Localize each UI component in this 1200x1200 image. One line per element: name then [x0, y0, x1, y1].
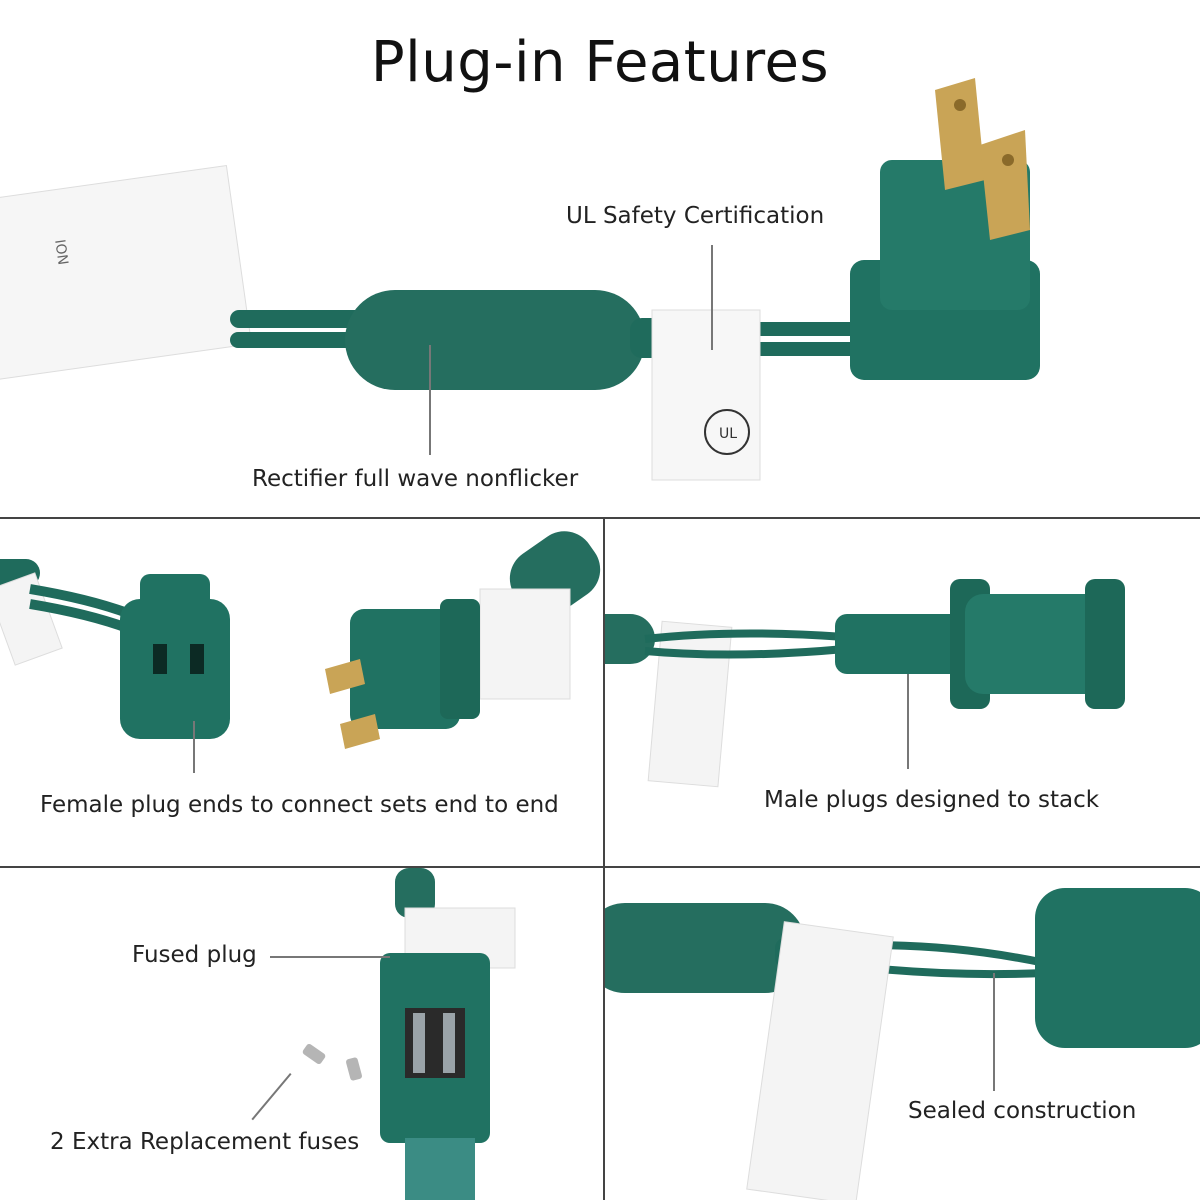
- panel-fused-plug: Fused plug 2 Extra Replacement fuses: [0, 868, 603, 1200]
- page-title: Plug-in Features: [370, 30, 830, 95]
- panel-plug-overview: ION UL UL Safety Certification Rectifier…: [0, 0, 1200, 515]
- female-plug-body: [120, 599, 230, 739]
- caption-fused-plug: Fused plug: [132, 942, 257, 968]
- leader-female-plug: [193, 721, 195, 773]
- leader-fused-plug: [270, 956, 390, 958]
- divider-horizontal-2: [0, 866, 1200, 868]
- caption-ul-cert: UL Safety Certification: [566, 203, 825, 229]
- leader-rectifier: [429, 345, 431, 455]
- rectifier-body: [345, 290, 645, 390]
- sealed-tag: [746, 921, 894, 1200]
- sealed-construction-illustration: [605, 888, 1200, 1200]
- fused-plug-illustration: [302, 868, 516, 1200]
- divider-vertical: [603, 517, 605, 1200]
- plug-overview-illustration: ION UL: [0, 78, 1040, 481]
- caption-rectifier: Rectifier full wave nonflicker: [252, 466, 579, 492]
- panel-female-plug: Female plug ends to connect sets end to …: [0, 519, 603, 866]
- prong-2: [980, 130, 1030, 240]
- fuse-2: [346, 1057, 362, 1081]
- male-plug-body: [350, 609, 460, 729]
- male-plug-stem: [835, 614, 965, 674]
- divider-horizontal-1: [0, 517, 1200, 519]
- leader-sealed: [993, 973, 995, 1091]
- caption-male-plug: Male plugs designed to stack: [764, 787, 1100, 813]
- sealed-plug-body: [1035, 888, 1200, 1048]
- svg-text:UL: UL: [719, 426, 737, 442]
- fuse-1: [302, 1043, 326, 1065]
- leader-ul: [711, 245, 713, 350]
- svg-text:ION: ION: [51, 238, 70, 266]
- ul-tag: [651, 309, 761, 481]
- leader-male-plug: [907, 674, 909, 769]
- panel-sealed: Sealed construction: [605, 868, 1200, 1200]
- caption-female-plug: Female plug ends to connect sets end to …: [40, 792, 559, 818]
- caption-extra-fuses: 2 Extra Replacement fuses: [50, 1129, 360, 1155]
- male-plug-illustration: [605, 579, 1125, 788]
- female-plug-illustration: [0, 531, 601, 749]
- panel-male-plug: Male plugs designed to stack: [605, 519, 1200, 866]
- prong-1: [935, 78, 985, 190]
- caption-sealed: Sealed construction: [908, 1098, 1137, 1124]
- warning-tag: ION: [0, 165, 253, 381]
